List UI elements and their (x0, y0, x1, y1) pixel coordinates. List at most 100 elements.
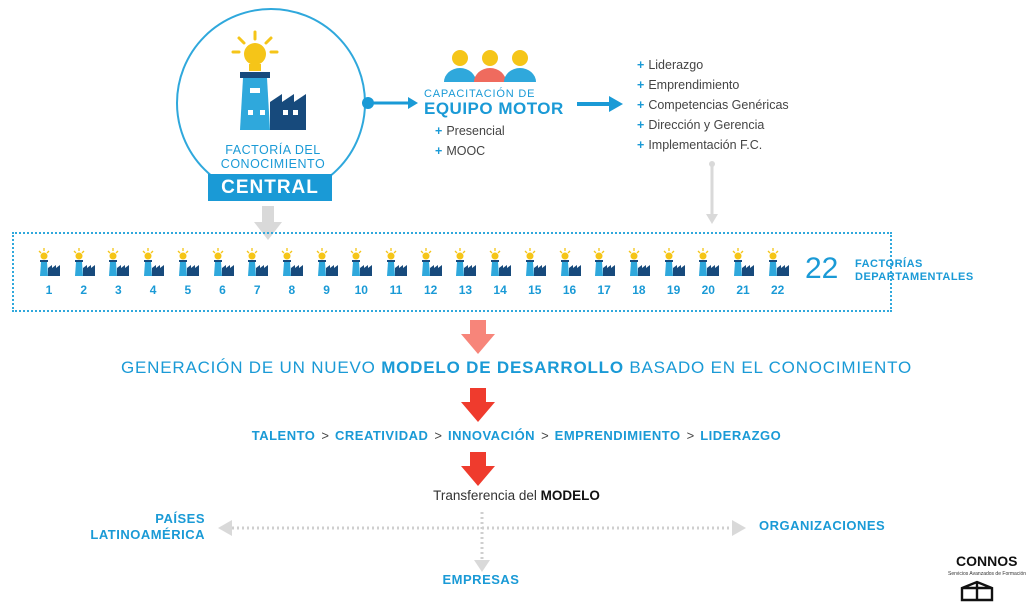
capacitacion-title: CAPACITACIÓN DE (424, 88, 536, 100)
factory-number: 21 (736, 283, 750, 297)
chain-item: EMPRENDIMIENTO (554, 428, 681, 443)
transferencia-pre: Transferencia del (433, 488, 541, 503)
generacion-bold: MODELO DE DESARROLLO (381, 358, 624, 377)
factory-item: 7 (244, 248, 270, 297)
factory-icon (420, 248, 442, 276)
target-empresas: EMPRESAS (442, 572, 520, 587)
factory-item: 2 (71, 248, 97, 297)
list-item: +Competencias Genéricas (637, 98, 789, 112)
value-chain: TALENTO>CREATIVIDAD>INNOVACIÓN>EMPRENDIM… (0, 428, 1033, 443)
factory-icon (281, 248, 303, 276)
lighthouse-factory-icon (231, 30, 306, 130)
factory-icon (212, 248, 234, 276)
factory-number: 8 (288, 283, 296, 297)
factory-icon (316, 248, 338, 276)
central-label-line1: FACTORÍA DEL (225, 143, 321, 157)
factory-icon (73, 248, 95, 276)
connos-logo-subtitle: Servicios Avanzados de Formación (948, 571, 1027, 577)
list-item: +Presencial (435, 124, 505, 138)
arrow-down-icon (254, 206, 282, 240)
factory-item: 10 (348, 248, 374, 297)
list-item: +Implementación F.C. (637, 138, 763, 152)
connos-logo-icon (960, 580, 994, 602)
factory-icon (732, 248, 754, 276)
chain-separator: > (321, 428, 329, 443)
factory-item: 22 (765, 248, 791, 297)
factory-number: 18 (632, 283, 646, 297)
factory-number: 14 (493, 283, 507, 297)
factory-item: 1 (36, 248, 62, 297)
connos-logo-text: CONNOS (956, 553, 1018, 569)
central-label-line2: CONOCIMIENTO (220, 157, 326, 171)
factory-number: 16 (562, 283, 577, 297)
factorias-label-line1: FACTORÍAS (855, 258, 923, 270)
arrow-down-icon (461, 452, 495, 486)
central-badge: CENTRAL (208, 174, 332, 201)
list-item: +Dirección y Gerencia (637, 118, 765, 132)
chain-item: TALENTO (251, 428, 316, 443)
target-organizaciones: ORGANIZACIONES (759, 518, 886, 533)
factory-number: 11 (389, 283, 403, 297)
chain-item: INNOVACIÓN (447, 428, 536, 443)
factory-icon (454, 248, 477, 276)
factorias-count: 22 (805, 252, 839, 285)
factory-item: 6 (210, 248, 236, 297)
factory-item: 16 (557, 248, 583, 297)
competencias-list: +Liderazgo +Emprendimiento +Competencias… (637, 55, 789, 155)
factory-item: 3 (105, 248, 131, 297)
factory-icon (767, 248, 789, 276)
generacion-statement: GENERACIÓN DE UN NUEVO MODELO DE DESARRO… (0, 358, 1033, 378)
factory-item: 5 (175, 248, 201, 297)
factorias-label: FACTORÍAS DEPARTAMENTALES (855, 258, 974, 284)
list-item: +Emprendimiento (637, 78, 740, 92)
factory-number: 20 (701, 283, 715, 297)
factory-icon (385, 248, 407, 276)
factorias-label-line2: DEPARTAMENTALES (855, 271, 974, 283)
arrow-down-icon (706, 161, 718, 224)
factory-item: 15 (522, 248, 548, 297)
factory-icon (177, 248, 199, 276)
factory-icon (524, 248, 546, 276)
team-people-icon (444, 50, 536, 82)
chain-item: CREATIVIDAD (335, 428, 429, 443)
factory-icon (246, 248, 269, 276)
factory-item: 17 (591, 248, 617, 297)
target-paises-line1: PAÍSES (155, 511, 205, 526)
factory-number: 22 (771, 283, 785, 297)
factory-number: 4 (149, 283, 157, 297)
factory-number: 6 (219, 283, 226, 297)
arrow-right-icon (577, 96, 623, 112)
factory-item: 21 (730, 248, 756, 297)
factory-icon (350, 248, 373, 276)
factory-icon (593, 248, 616, 276)
chain-separator: > (434, 428, 442, 443)
generacion-pre: GENERACIÓN DE UN NUEVO (120, 358, 382, 377)
capacitacion-list: +Presencial +MOOC (435, 121, 505, 161)
factory-item: 13 (452, 248, 478, 297)
factory-number: 3 (115, 283, 122, 297)
central-factory-label: FACTORÍA DEL CONOCIMIENTO (213, 143, 333, 171)
factory-number: 12 (424, 283, 438, 297)
factory-item: 12 (418, 248, 444, 297)
factory-number: 13 (458, 283, 473, 297)
factory-number: 7 (253, 283, 261, 297)
factory-icon (697, 248, 720, 276)
factory-icon (107, 248, 130, 276)
factory-icon (663, 248, 685, 276)
arrow-right-icon (362, 97, 418, 109)
factory-icon (628, 248, 650, 276)
transferencia-bold: MODELO (540, 488, 600, 503)
factory-item: 8 (279, 248, 305, 297)
target-paises-line2: LATINOAMÉRICA (90, 527, 205, 542)
factory-number: 10 (354, 283, 368, 297)
list-item: +Liderazgo (637, 58, 704, 72)
factory-icon (142, 248, 165, 276)
list-item: +MOOC (435, 144, 486, 158)
factory-icon (489, 248, 512, 276)
factory-item: 18 (626, 248, 652, 297)
factory-number: 5 (184, 283, 192, 297)
factory-number: 15 (528, 283, 542, 297)
factory-item: 20 (695, 248, 721, 297)
factory-number: 19 (666, 283, 681, 297)
factory-number: 9 (323, 283, 330, 297)
